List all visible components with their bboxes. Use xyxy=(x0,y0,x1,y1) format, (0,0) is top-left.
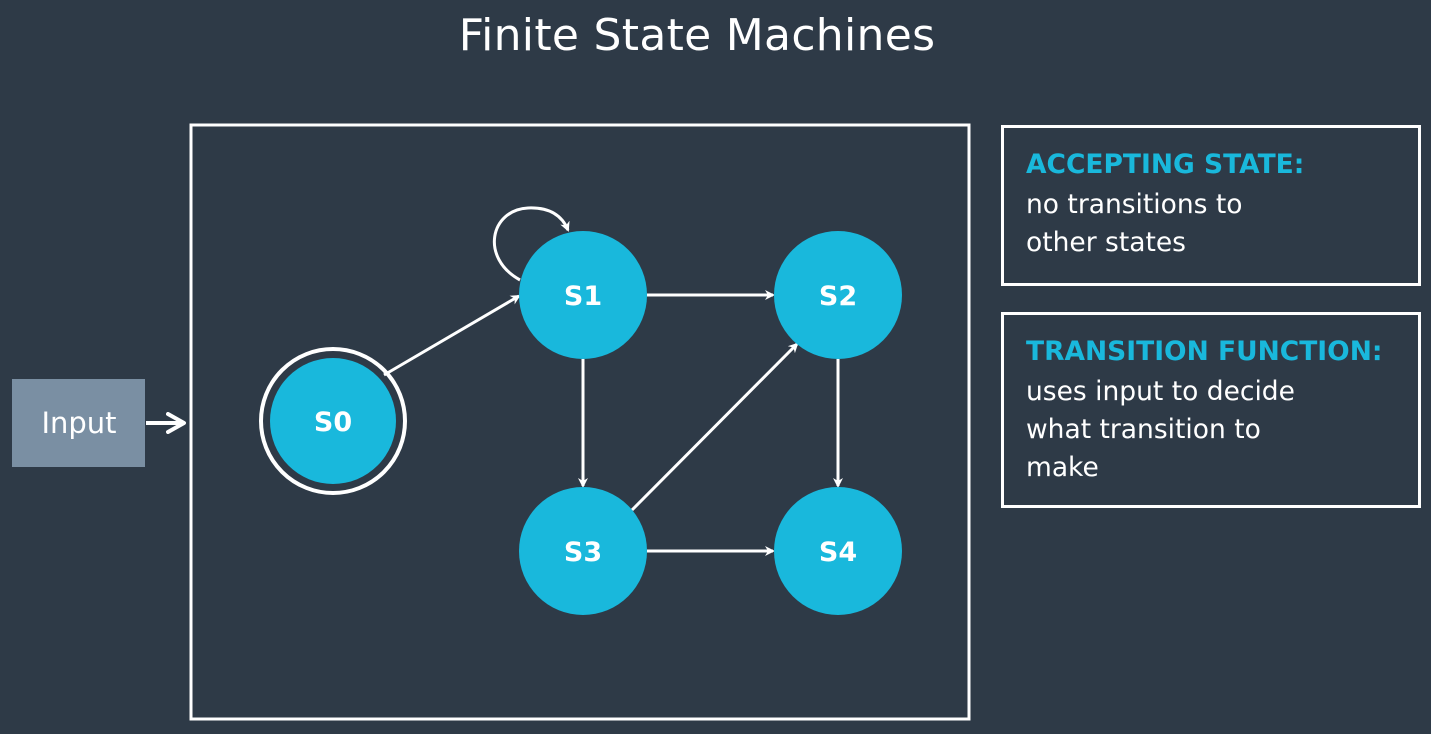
state-label: S1 xyxy=(564,281,602,312)
info-line: other states xyxy=(1026,227,1186,258)
page-title: Finite State Machines xyxy=(458,10,936,61)
edge-s0-s1 xyxy=(383,294,521,377)
accepting-state-heading: ACCEPTING STATE: xyxy=(1026,149,1305,180)
state-s3: S3 xyxy=(519,487,647,615)
edge-s1-self-loop xyxy=(492,206,570,282)
state-s0: S0 xyxy=(259,347,407,495)
input-label: Input xyxy=(41,406,116,440)
state-s1: S1 xyxy=(519,231,647,359)
edge-s3-s2 xyxy=(630,342,799,512)
info-line: no transitions to xyxy=(1026,189,1243,220)
accepting-state-description: no transitions to other states xyxy=(1026,186,1396,262)
transition-function-heading: TRANSITION FUNCTION: xyxy=(1026,336,1383,367)
state-label: S2 xyxy=(819,281,857,312)
input-box: Input xyxy=(12,379,145,467)
state-label: S4 xyxy=(819,537,857,568)
state-label: S3 xyxy=(564,537,602,568)
transition-function-description: uses input to decide what transition to … xyxy=(1026,373,1396,487)
info-line: make xyxy=(1026,452,1099,483)
info-line: uses input to decide xyxy=(1026,376,1295,407)
transition-function-info-box: TRANSITION FUNCTION: uses input to decid… xyxy=(1001,312,1421,508)
info-line: what transition to xyxy=(1026,414,1261,445)
state-s2: S2 xyxy=(774,231,902,359)
accepting-ring xyxy=(259,347,407,495)
transitions xyxy=(383,206,843,556)
state-s4: S4 xyxy=(774,487,902,615)
accepting-state-info-box: ACCEPTING STATE: no transitions to other… xyxy=(1001,125,1421,286)
state-label: S0 xyxy=(314,407,352,438)
state-machine-frame xyxy=(189,123,971,721)
